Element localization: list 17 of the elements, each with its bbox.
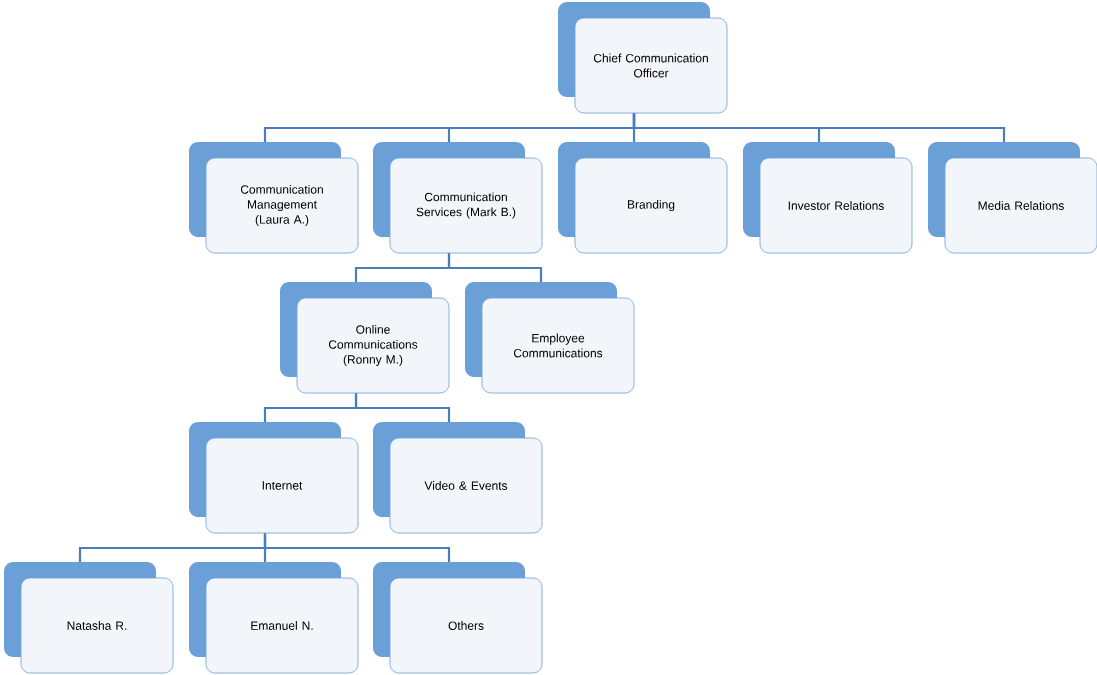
- org-box: Communication Management (Laura A.): [189, 142, 359, 254]
- org-box: Communication Services (Mark B.): [373, 142, 543, 254]
- org-box: Online Communications (Ronny M.): [280, 282, 450, 394]
- org-box: Emanuel N.: [189, 562, 359, 674]
- org-box: Others: [373, 562, 543, 674]
- connector-line: [354, 393, 451, 422]
- org-box: Chief Communication Officer: [558, 2, 728, 114]
- org-box: Media Relations: [928, 142, 1097, 254]
- org-box: Investor Relations: [743, 142, 913, 254]
- org-box: Branding: [558, 142, 728, 254]
- org-box: Employee Communications: [465, 282, 635, 394]
- connector-line: [447, 253, 543, 282]
- connector-line: [632, 113, 1006, 142]
- org-box: Video & Events: [373, 422, 543, 534]
- org-box: Internet: [189, 422, 359, 534]
- org-box: Natasha R.: [4, 562, 174, 674]
- connector-line: [263, 533, 451, 562]
